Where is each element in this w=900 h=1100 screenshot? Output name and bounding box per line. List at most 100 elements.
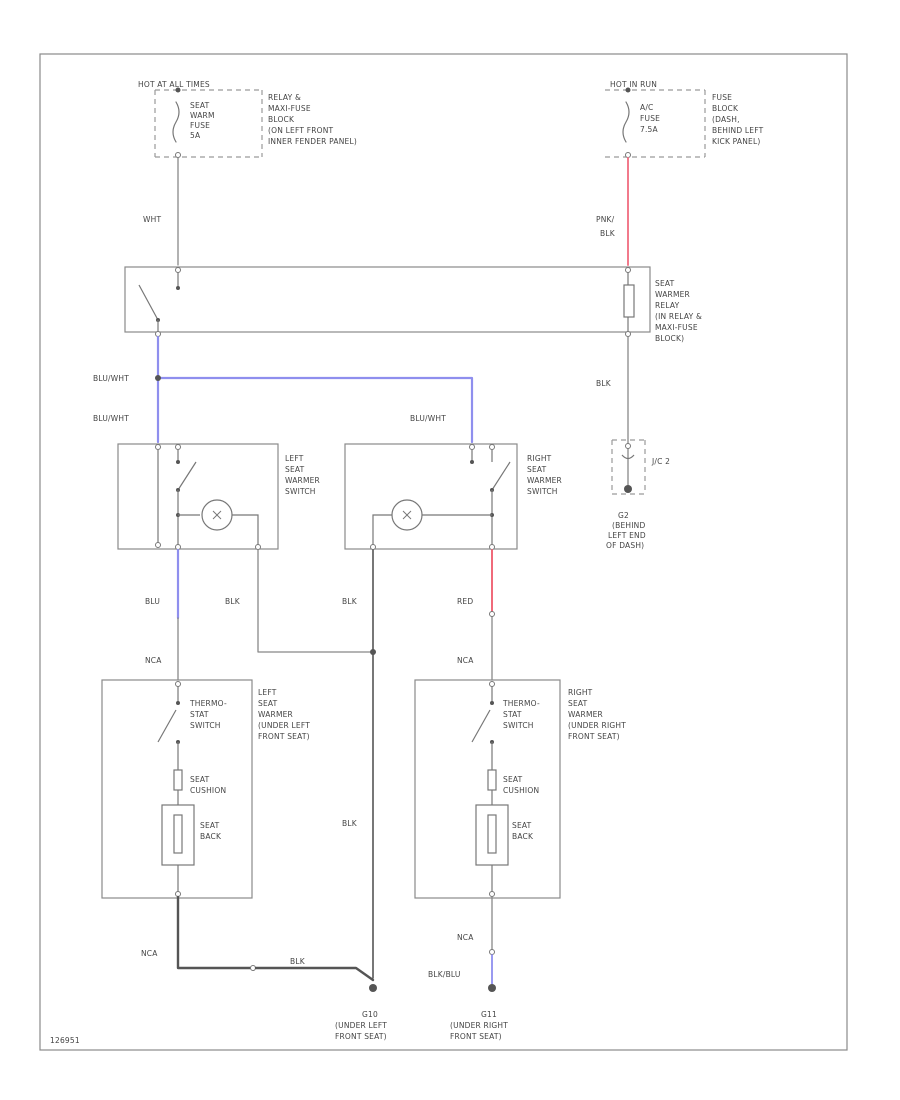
right-block-label-4: BEHIND LEFT — [712, 126, 764, 135]
left-switch-label-3: WARMER — [285, 476, 320, 485]
wire-label-blu-wht-right: BLU/WHT — [410, 414, 446, 423]
connector-right-ground — [489, 949, 495, 955]
g11-label-2: (UNDER RIGHT — [450, 1021, 508, 1030]
wire-label-blu-wht-splice: BLU/WHT — [93, 374, 129, 383]
left-thermostat-label-3: SWITCH — [190, 721, 221, 730]
left-heater-label-3: WARMER — [258, 710, 293, 719]
right-fuse-label-2: FUSE — [640, 114, 660, 123]
right-heater-label-5: FRONT SEAT) — [568, 732, 620, 741]
right-back-label-1: SEAT — [512, 821, 532, 830]
left-block-label-3: BLOCK — [268, 115, 295, 124]
left-fuse-label-4: 5A — [190, 131, 201, 140]
right-heater-label-3: WARMER — [568, 710, 603, 719]
left-power-source: HOT AT ALL TIMES SEAT WARM FUSE 5A RELAY… — [138, 80, 357, 158]
g10-label-1: G10 — [362, 1010, 378, 1019]
right-seat-warmer-switch: RIGHT SEAT WARMER SWITCH — [344, 443, 562, 550]
g11-label-1: G11 — [481, 1010, 497, 1019]
right-switch-label-1: RIGHT — [527, 454, 552, 463]
wire-label-pnk-blk-2: BLK — [600, 229, 616, 238]
wire-label-nca-lower-right: NCA — [457, 933, 474, 942]
g2-label-1: G2 — [618, 511, 629, 520]
wire-label-blk-blu: BLK/BLU — [428, 970, 461, 979]
relay-label-3: RELAY — [655, 301, 680, 310]
right-heater-label-1: RIGHT — [568, 688, 593, 697]
ground-g11-symbol — [488, 984, 496, 992]
left-switch-label-4: SWITCH — [285, 487, 316, 496]
wire-label-blk-ground: BLK — [342, 819, 358, 828]
left-block-label-5: INNER FENDER PANEL) — [268, 137, 357, 146]
ground-g10-symbol — [369, 984, 377, 992]
left-block-label-4: (ON LEFT FRONT — [268, 126, 334, 135]
wire-blk-left-ground — [254, 966, 375, 982]
right-heater-label-4: (UNDER RIGHT — [568, 721, 626, 730]
left-heater-label-1: LEFT — [258, 688, 277, 697]
relay-label-2: WARMER — [655, 290, 690, 299]
right-thermostat-label-1: THERMO- — [502, 699, 540, 708]
right-cushion-label-1: SEAT — [503, 775, 523, 784]
splice-blk — [370, 649, 376, 655]
right-block-label-2: BLOCK — [712, 104, 739, 113]
right-cushion-label-2: CUSHION — [503, 786, 539, 795]
right-fuse-label-1: A/C — [640, 103, 654, 112]
left-heater-label-4: (UNDER LEFT — [258, 721, 310, 730]
jc2-label: J/C 2 — [651, 457, 670, 466]
relay-label-1: SEAT — [655, 279, 675, 288]
g2-label-2: (BEHIND — [612, 521, 645, 530]
wire-label-nca-right: NCA — [457, 656, 474, 665]
left-block-label-2: MAXI-FUSE — [268, 104, 311, 113]
right-fuse-label-3: 7.5A — [640, 125, 659, 134]
right-block-label-1: FUSE — [712, 93, 732, 102]
left-cushion-element — [173, 769, 183, 791]
wire-label-wht: WHT — [143, 215, 161, 224]
right-thermostat-label-3: SWITCH — [503, 721, 534, 730]
g2-label-3: LEFT END — [608, 531, 646, 540]
left-back-element — [161, 804, 195, 866]
right-switch-label-3: WARMER — [527, 476, 562, 485]
left-fuse-label-3: FUSE — [190, 121, 210, 130]
right-cushion-element — [487, 769, 497, 791]
wire-blk-left-switch — [257, 549, 374, 653]
diagram-frame — [39, 53, 848, 1051]
g2-label-4: OF DASH) — [606, 541, 644, 550]
left-seat-warmer: THERMO- STAT SWITCH SEAT CUSHION SEAT BA… — [101, 679, 310, 899]
left-heater-label-2: SEAT — [258, 699, 278, 708]
left-source-label: HOT AT ALL TIMES — [138, 80, 210, 89]
ground-g2-symbol — [624, 485, 632, 493]
g11-label-3: FRONT SEAT) — [450, 1032, 502, 1041]
left-switch-label-2: SEAT — [285, 465, 305, 474]
wire-label-blk-relay: BLK — [596, 379, 612, 388]
right-heater-label-2: SEAT — [568, 699, 588, 708]
wire-label-blk-right-switch: BLK — [342, 597, 358, 606]
right-seat-warmer: THERMO- STAT SWITCH SEAT CUSHION SEAT BA… — [414, 679, 626, 899]
connector-left-ground — [250, 965, 256, 971]
left-heater-label-5: FRONT SEAT) — [258, 732, 310, 741]
relay-label-6: BLOCK) — [655, 334, 684, 343]
relay-label-4: (IN RELAY & — [655, 312, 702, 321]
left-back-label-1: SEAT — [200, 821, 220, 830]
wire-nca-left-ground — [176, 895, 252, 970]
junction-jc2: J/C 2 — [611, 439, 670, 495]
left-seat-warmer-switch: LEFT SEAT WARMER SWITCH — [117, 443, 320, 550]
wire-label-blk-left-switch: BLK — [225, 597, 241, 606]
seat-warmer-relay: SEAT WARMER RELAY (IN RELAY & MAXI-FUSE … — [124, 266, 702, 343]
diagram-id: 126951 — [50, 1036, 80, 1045]
g10-label-3: FRONT SEAT) — [335, 1032, 387, 1041]
right-source-label: HOT IN RUN — [610, 80, 657, 89]
left-cushion-label-2: CUSHION — [190, 786, 226, 795]
left-cushion-label-1: SEAT — [190, 775, 210, 784]
left-block-label-1: RELAY & — [268, 93, 301, 102]
wire-label-nca-lower-left: NCA — [141, 949, 158, 958]
right-block-label-3: (DASH, — [712, 115, 740, 124]
left-fuse-label-1: SEAT — [190, 101, 210, 110]
right-switch-label-2: SEAT — [527, 465, 547, 474]
wire-label-nca-left: NCA — [145, 656, 162, 665]
right-back-label-2: BACK — [512, 832, 534, 841]
left-thermostat-label-2: STAT — [190, 710, 209, 719]
left-switch-label-1: LEFT — [285, 454, 304, 463]
relay-label-5: MAXI-FUSE — [655, 323, 698, 332]
g10-label-2: (UNDER LEFT — [335, 1021, 387, 1030]
right-block-label-5: KICK PANEL) — [712, 137, 761, 146]
wire-label-pnk-blk-1: PNK/ — [596, 215, 615, 224]
right-thermostat-label-2: STAT — [503, 710, 522, 719]
